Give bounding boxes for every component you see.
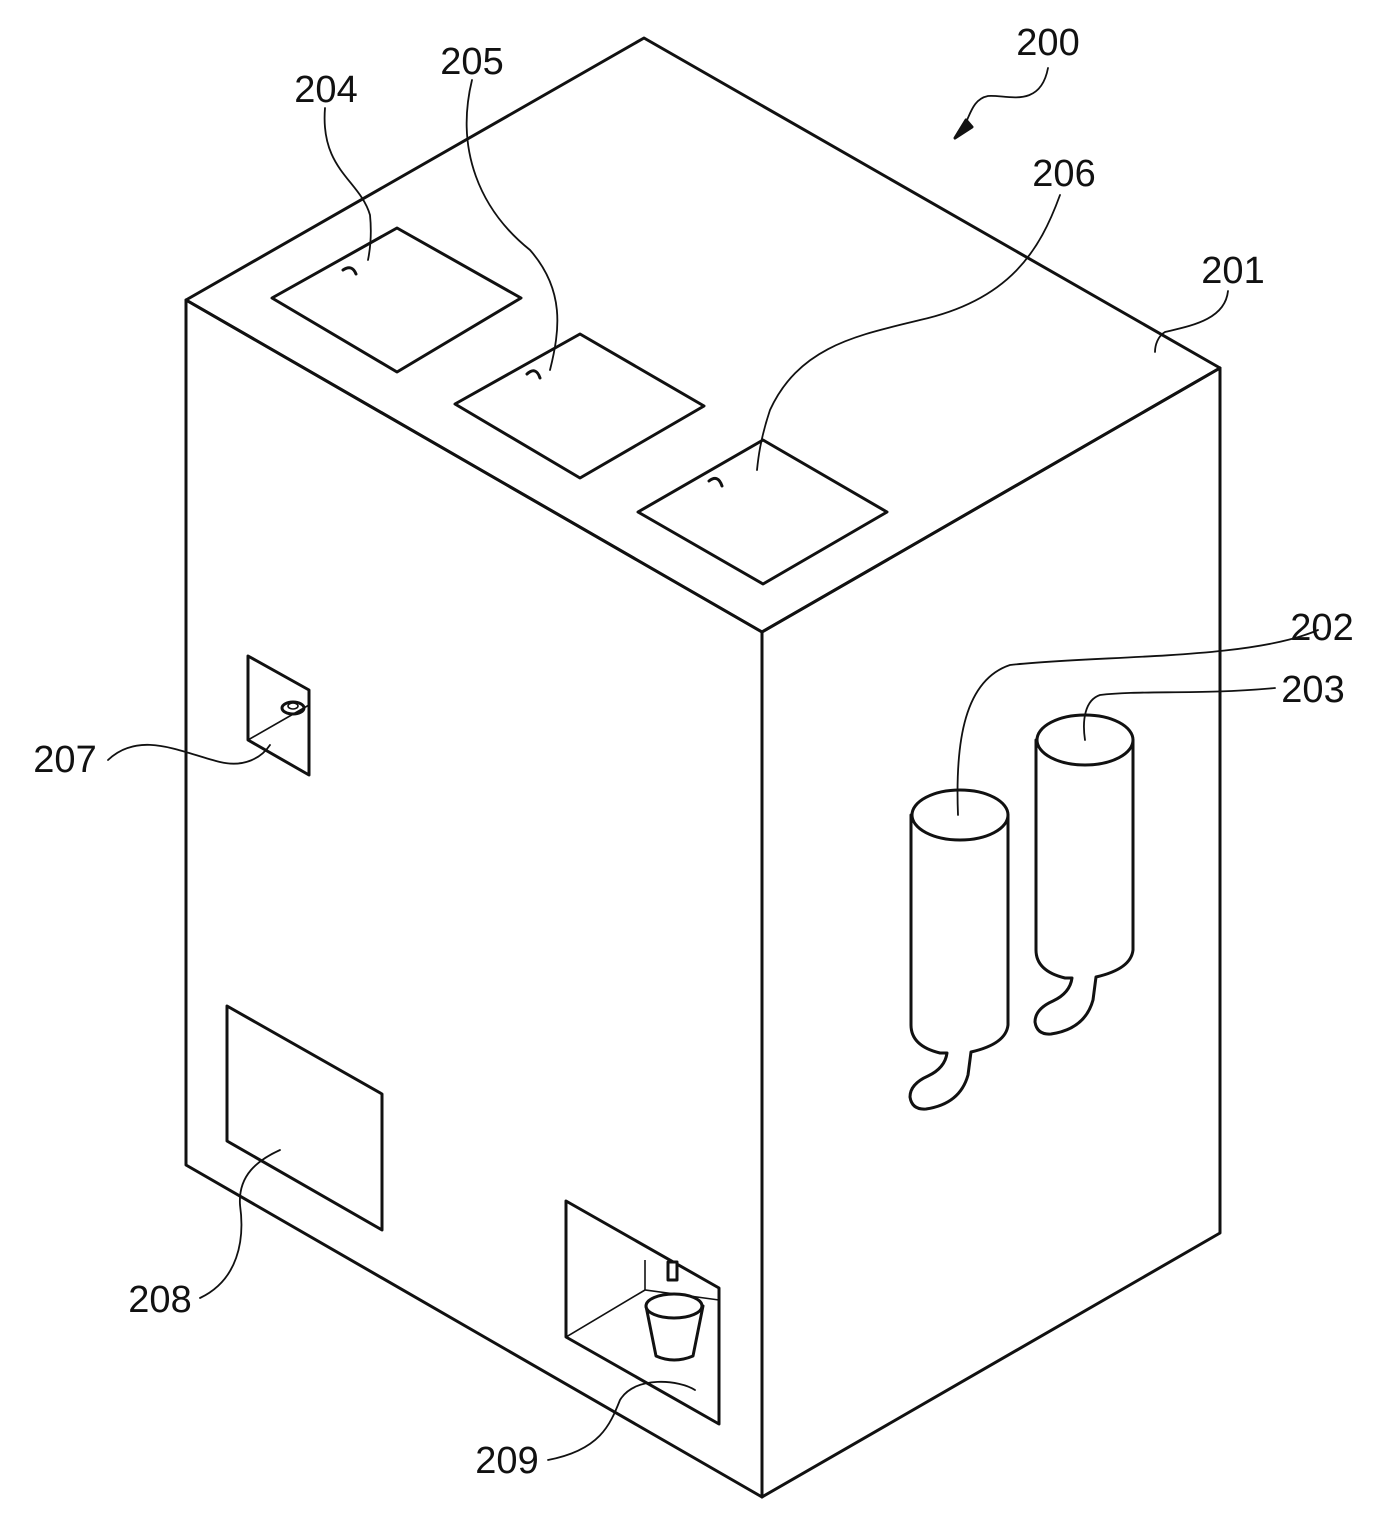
leader-lines (107, 67, 1319, 1461)
leader-208 (199, 1149, 281, 1299)
leader-202 (956, 629, 1319, 816)
label-202: 202 (1290, 607, 1353, 649)
leader-209 (547, 1380, 696, 1461)
hopper-lid-206[interactable] (636, 438, 889, 586)
cabinet-top-face (184, 36, 1222, 634)
leader-206 (756, 194, 1061, 471)
leader-200 (957, 67, 1049, 133)
leader-204 (323, 107, 372, 261)
label-206: 206 (1032, 153, 1095, 195)
lid-handle-icon (525, 369, 542, 380)
lid-handle-icon (707, 476, 724, 488)
cup-icon (644, 1304, 705, 1362)
hopper-lid-205[interactable] (453, 332, 706, 480)
display-panel-208[interactable] (225, 1004, 384, 1232)
cabinet (184, 36, 1222, 1499)
arrowhead-200 (953, 118, 974, 140)
leader-205 (465, 79, 559, 371)
hopper-lid-204[interactable] (270, 226, 523, 374)
label-208: 208 (128, 1279, 191, 1321)
cup-dispenser-209[interactable] (564, 1199, 721, 1426)
container-202 (908, 788, 1010, 1111)
coin-slot-207[interactable] (246, 654, 311, 777)
label-204: 204 (294, 69, 357, 111)
reference-labels: 200 201 202 203 204 205 206 207 208 209 (33, 22, 1353, 1482)
leader-203 (1083, 687, 1276, 741)
label-200: 200 (1016, 22, 1079, 64)
label-205: 205 (440, 41, 503, 83)
lid-handle-icon (341, 266, 358, 276)
leader-207 (107, 744, 271, 765)
leader-201 (1154, 290, 1229, 353)
label-209: 209 (475, 1440, 538, 1482)
label-201: 201 (1201, 250, 1264, 292)
label-207: 207 (33, 739, 96, 781)
container-203 (1033, 713, 1135, 1036)
label-203: 203 (1281, 669, 1344, 711)
coin-icon (280, 700, 306, 716)
nozzle-icon (666, 1260, 679, 1282)
cabinet-side-face (760, 366, 1222, 1499)
